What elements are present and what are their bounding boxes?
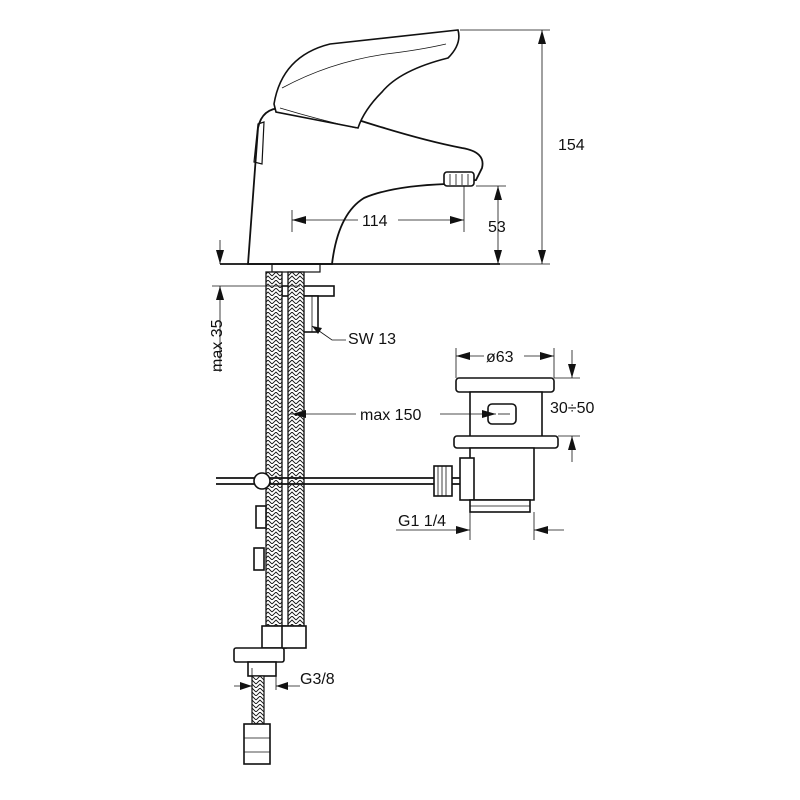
dim-max-150: max 150 (290, 407, 496, 424)
flex-hose-right (287, 271, 305, 627)
dim-waste-range-label: 30÷50 (550, 400, 594, 417)
waste-fitting (453, 377, 559, 513)
base-flange (220, 263, 500, 273)
dim-total-height: 154 (460, 29, 585, 265)
dim-max-150-label: max 150 (360, 407, 421, 424)
dim-max-35: max 35 (209, 240, 300, 372)
dim-wrench-size: SW 13 (311, 325, 396, 348)
dim-wrench-size-label: SW 13 (348, 331, 396, 348)
dim-hose-thread-label: G3/8 (300, 671, 335, 688)
hose-end-fittings (233, 625, 307, 765)
lever-handle (273, 29, 460, 129)
dim-waste-diameter: ø63 (455, 344, 555, 378)
dim-max-35-label: max 35 (209, 319, 226, 372)
pop-up-rod (216, 465, 462, 497)
dim-waste-diameter-label: ø63 (486, 349, 514, 366)
aerator (443, 171, 475, 187)
dim-spout-height: 53 (476, 185, 506, 264)
dim-spout-height-label: 53 (488, 219, 506, 236)
dim-total-height-label: 154 (558, 137, 585, 154)
dim-waste-range: 30÷50 (550, 350, 594, 462)
dim-spout-reach: 114 (291, 186, 465, 232)
flex-hose-left (253, 271, 283, 627)
dim-waste-thread: G1 1/4 (396, 512, 564, 540)
dim-waste-thread-label: G1 1/4 (398, 513, 446, 530)
dim-spout-reach-label: 114 (362, 213, 388, 230)
faucet-body (247, 107, 484, 265)
dim-hose-thread: G3/8 (234, 668, 335, 690)
